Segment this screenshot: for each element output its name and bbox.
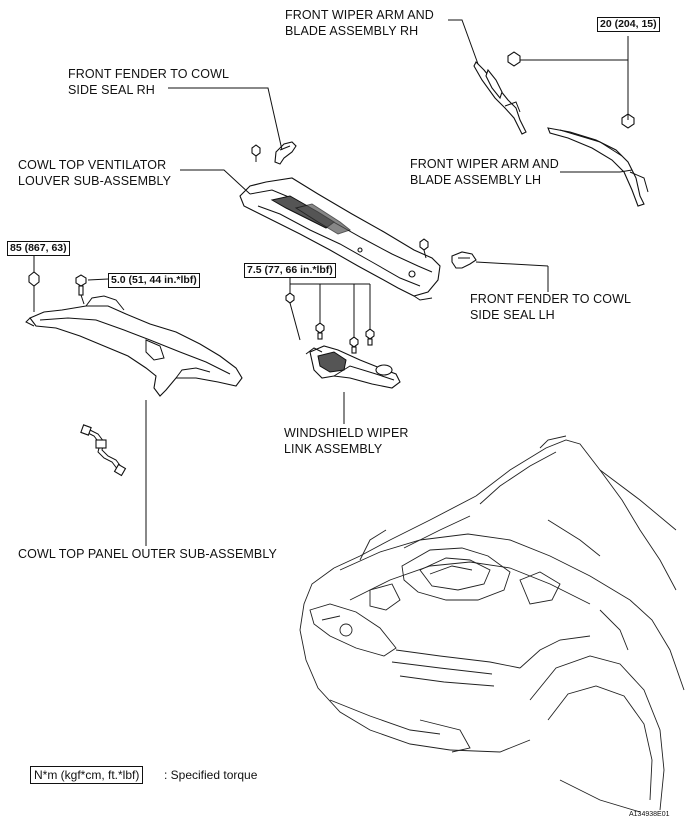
vehicle-front-illustration <box>299 435 685 813</box>
label-cowl-panel-outer: COWL TOP PANEL OUTER SUB-ASSEMBLY <box>18 547 277 561</box>
label-line: SIDE SEAL LH <box>470 308 555 322</box>
louver-nut <box>419 238 429 259</box>
fender-seal-rh-part <box>274 141 297 165</box>
label-line: FRONT WIPER ARM AND <box>285 8 434 22</box>
wiper-arm-rh-part <box>473 61 527 135</box>
legend-torque-unit: N*m (kgf*cm, ft.*lbf) <box>30 766 144 784</box>
cowl-panel-outer-part <box>25 295 243 397</box>
label-line: FRONT WIPER ARM AND <box>410 157 559 171</box>
fender-seal-lh-part <box>451 251 477 269</box>
wiper-nut-rh <box>507 51 521 67</box>
figure-id: A134938E01 <box>629 811 670 818</box>
cowl-louver-part <box>239 177 441 301</box>
torque-panel-nut: 85 (867, 63) <box>7 241 70 256</box>
leader-lines <box>33 19 633 546</box>
label-fender-seal-lh: FRONT FENDER TO COWL SIDE SEAL LH <box>470 291 631 323</box>
torque-link-bolt: 7.5 (77, 66 in.*lbf) <box>244 263 336 278</box>
label-line: FRONT FENDER TO COWL <box>68 67 230 81</box>
label-line: WINDSHIELD WIPER <box>284 426 409 440</box>
label-wiper-link: WINDSHIELD WIPER LINK ASSEMBLY <box>284 425 409 457</box>
panel-bolt <box>75 274 87 305</box>
wiring-harness-part <box>80 424 127 477</box>
torque-panel-bolt: 5.0 (51, 44 in.*lbf) <box>108 273 200 288</box>
label-fender-seal-rh: FRONT FENDER TO COWL SIDE SEAL RH <box>68 66 229 98</box>
label-line: LINK ASSEMBLY <box>284 442 383 456</box>
wiper-arm-lh-part <box>547 127 649 207</box>
label-wiper-arm-rh: FRONT WIPER ARM AND BLADE ASSEMBLY RH <box>285 7 434 39</box>
label-line: COWL TOP VENTILATOR <box>18 158 167 172</box>
link-bolts <box>285 292 375 354</box>
legend-description: : Specified torque <box>164 768 258 782</box>
label-line: SIDE SEAL RH <box>68 83 155 97</box>
torque-wiper-nut: 20 (204, 15) <box>597 17 660 32</box>
label-line: FRONT FENDER TO COWL <box>470 292 632 306</box>
label-line: LOUVER SUB-ASSEMBLY <box>18 174 172 188</box>
label-line: BLADE ASSEMBLY LH <box>410 173 542 187</box>
label-cowl-louver: COWL TOP VENTILATOR LOUVER SUB-ASSEMBLY <box>18 157 171 189</box>
label-wiper-arm-lh: FRONT WIPER ARM AND BLADE ASSEMBLY LH <box>410 156 559 188</box>
louver-clip <box>251 144 261 162</box>
panel-nut <box>28 271 40 312</box>
label-line: BLADE ASSEMBLY RH <box>285 24 419 38</box>
wiper-link-part <box>305 345 401 389</box>
